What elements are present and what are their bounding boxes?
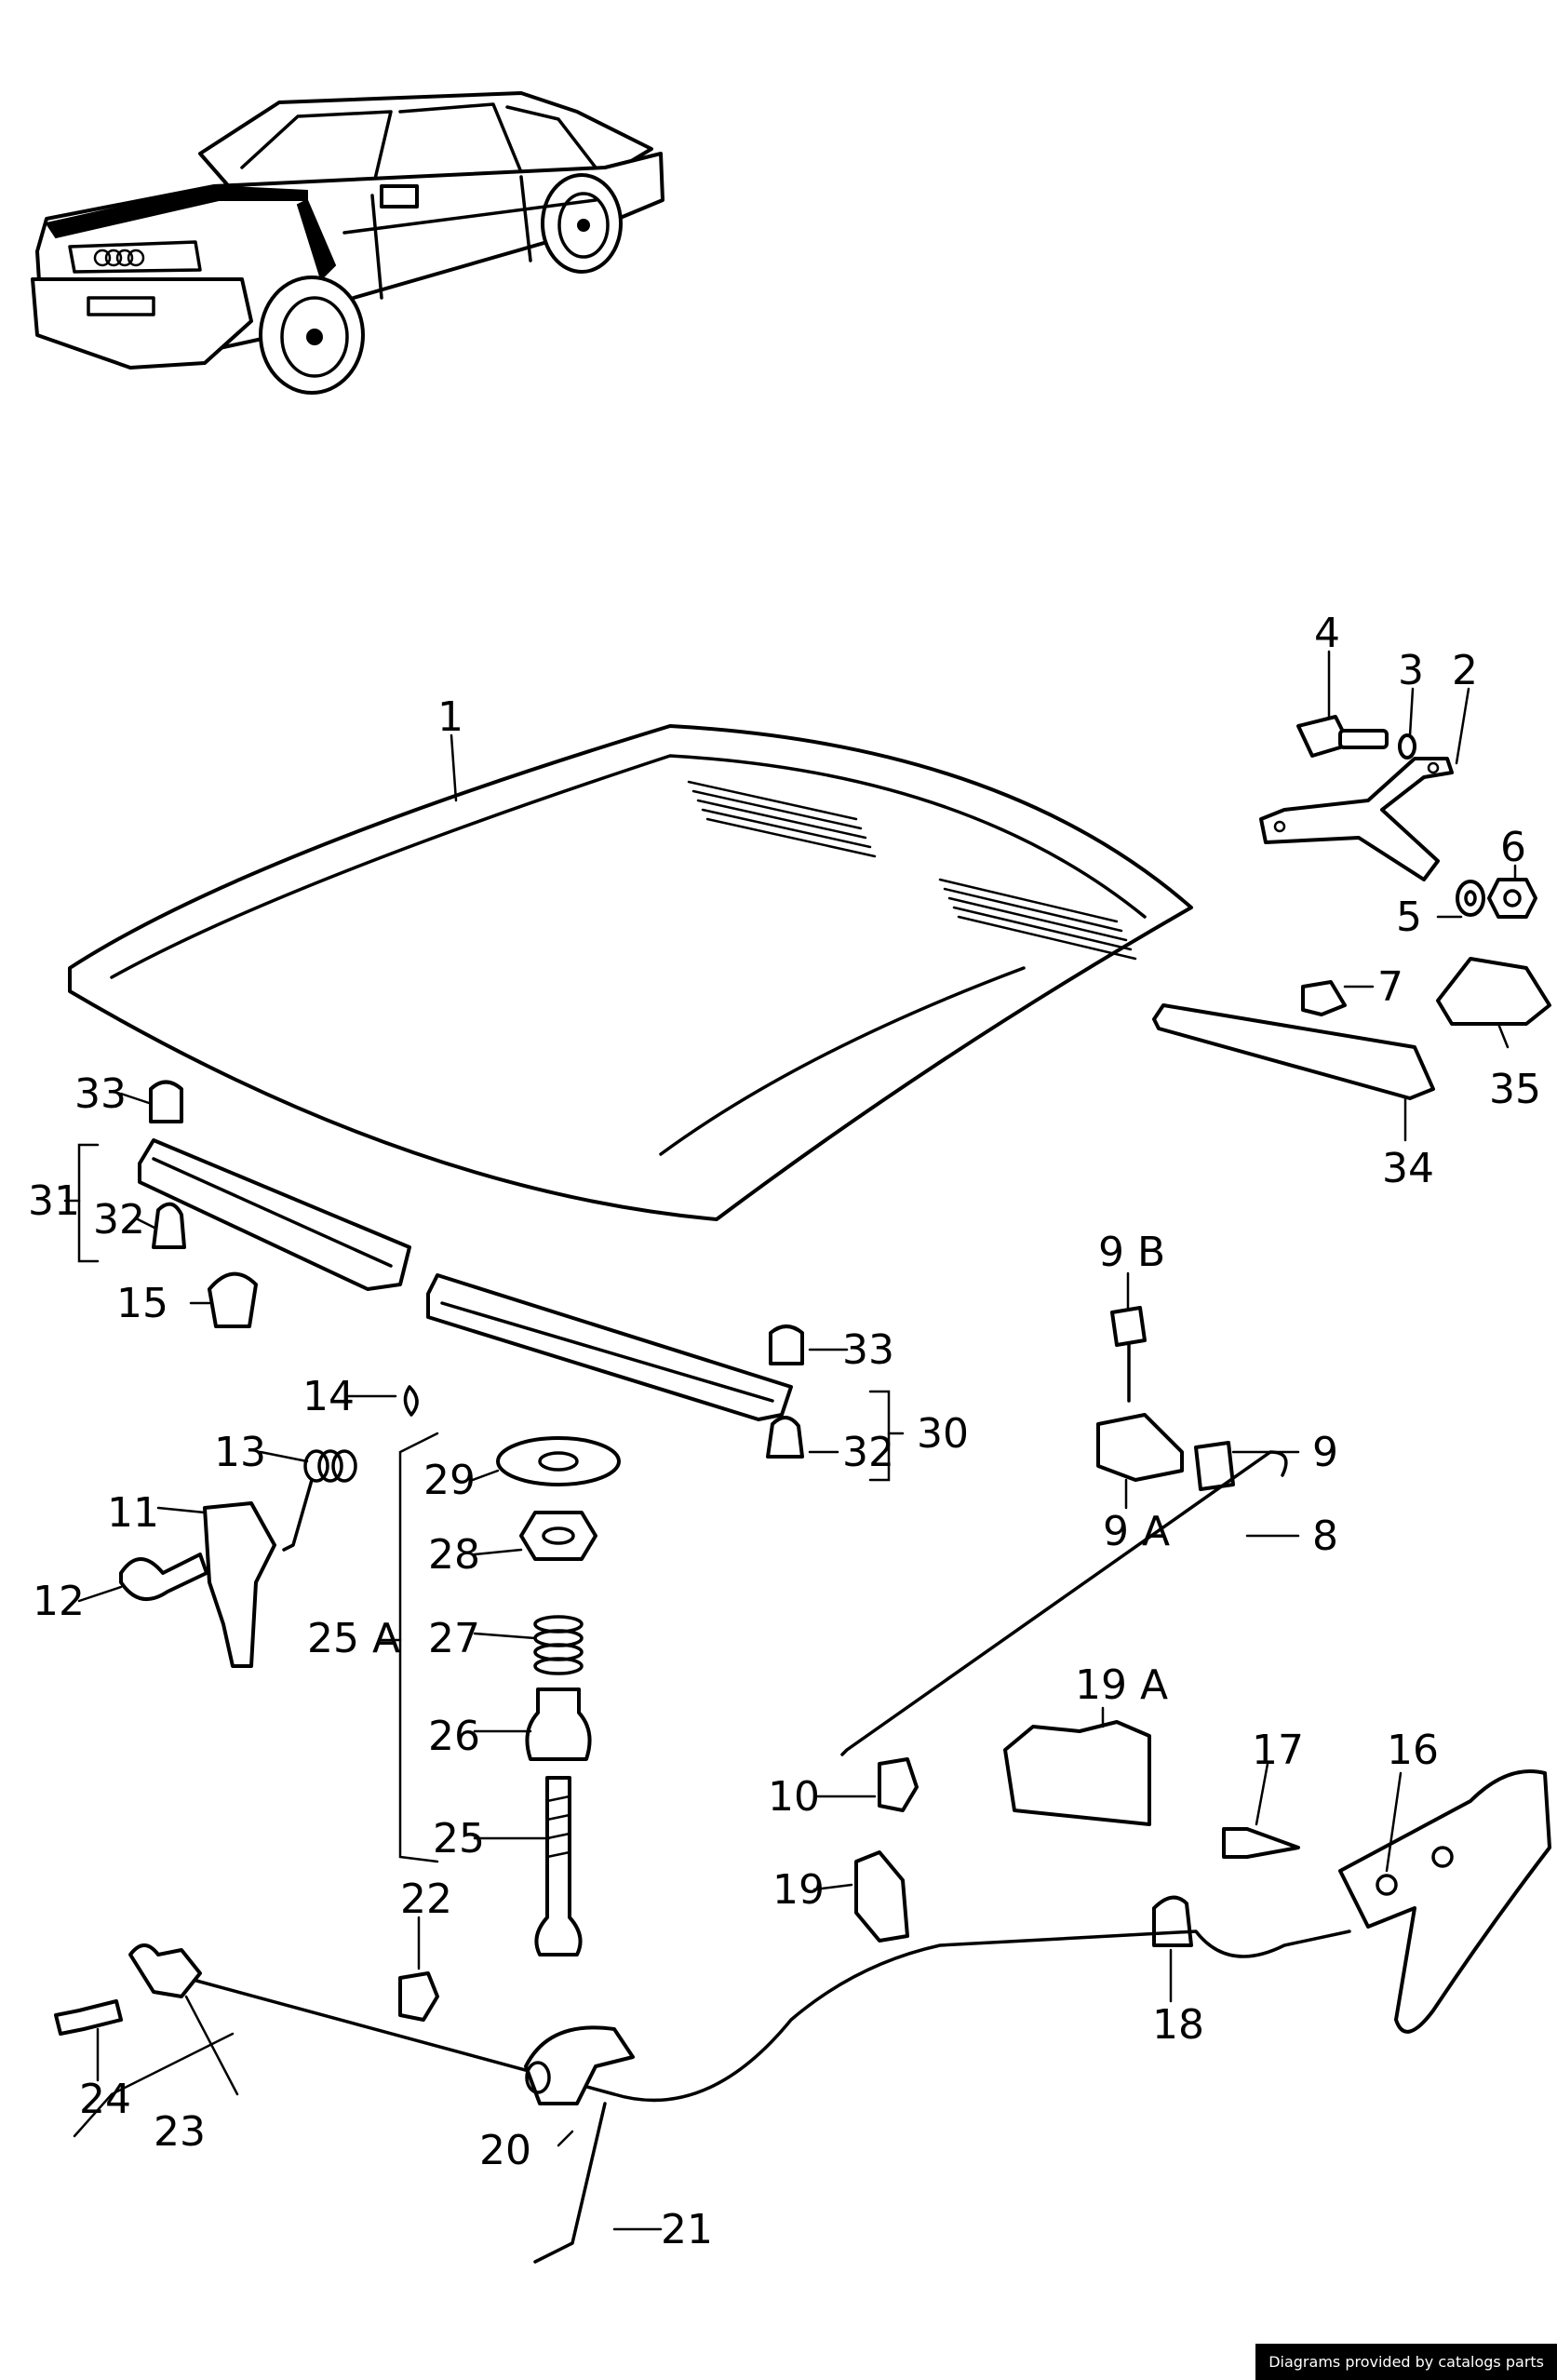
- callout-9b: 9 B: [1098, 1229, 1165, 1276]
- bracket-9: [1096, 1306, 1235, 1491]
- callout-4: 4: [1314, 610, 1340, 657]
- part-35-bump-stop: [1436, 957, 1551, 1026]
- callout-31: 31: [28, 1177, 80, 1225]
- callout-9: 9: [1312, 1429, 1338, 1476]
- hinge-assembly: [1259, 715, 1537, 919]
- callout-28: 28: [428, 1531, 480, 1579]
- callout-24: 24: [79, 2076, 131, 2123]
- callout-25: 25: [433, 1815, 485, 1862]
- part-18-grommet: [1152, 1895, 1193, 1947]
- part-15-bumper: [208, 1271, 258, 1328]
- part-21-cable-end: [533, 2102, 607, 2264]
- callout-20: 20: [479, 2127, 531, 2174]
- callout-29: 29: [423, 1457, 476, 1504]
- part-22-clip: [398, 1971, 439, 2022]
- callout-10: 10: [768, 1773, 820, 1821]
- callout-6: 6: [1500, 824, 1526, 871]
- callout-3: 3: [1398, 647, 1424, 694]
- part-19a-holder: [1003, 1720, 1151, 1826]
- group-bracket-30: [868, 1390, 905, 1482]
- callout-15: 15: [116, 1280, 168, 1327]
- callout-32-right: 32: [842, 1429, 894, 1476]
- lock-stack: [496, 1436, 621, 1956]
- callout-19a: 19 A: [1075, 1661, 1168, 1709]
- callout-22: 22: [400, 1876, 452, 1923]
- part-23-lock-body: [128, 1943, 202, 1998]
- part-10-clip: [878, 1757, 919, 1812]
- footer-credit: Diagrams provided by catalogs parts: [1255, 2344, 1557, 2380]
- callout-9a: 9 A: [1103, 1508, 1170, 1555]
- callout-30: 30: [917, 1410, 969, 1458]
- callout-34: 34: [1382, 1145, 1434, 1192]
- callout-2: 2: [1452, 647, 1478, 694]
- group-bracket-25a: [380, 1432, 439, 1863]
- part-7-nut: [1301, 980, 1347, 1016]
- callout-7: 7: [1377, 963, 1403, 1011]
- callout-35: 35: [1489, 1066, 1541, 1113]
- callout-17: 17: [1252, 1727, 1304, 1774]
- part-19-holder: [854, 1850, 909, 1943]
- hood-vents-left: [687, 780, 877, 858]
- part-13-spring: [282, 1449, 357, 1552]
- part-14-clip: [403, 1385, 419, 1417]
- callout-25a: 25 A: [307, 1615, 400, 1662]
- part-20-bracket: [524, 2025, 635, 2105]
- part-33-clip-right: [769, 1324, 804, 1365]
- callout-14: 14: [302, 1373, 355, 1420]
- hood-vents-right: [938, 878, 1137, 961]
- callout-13: 13: [214, 1429, 266, 1476]
- part-11-catch: [203, 1501, 276, 1668]
- front-seal-right: [426, 1273, 793, 1421]
- callout-16: 16: [1387, 1727, 1439, 1774]
- callout-12: 12: [33, 1578, 85, 1625]
- part-8-rod: [840, 1450, 1288, 1756]
- callout-26: 26: [428, 1713, 480, 1760]
- callout-19: 19: [772, 1866, 825, 1914]
- release-cable: [184, 1930, 1351, 2103]
- callout-23: 23: [154, 2108, 206, 2156]
- part-24-bolt: [54, 1999, 123, 2036]
- callout-27: 27: [428, 1615, 480, 1662]
- callout-5: 5: [1396, 894, 1422, 941]
- part-12-pin: [119, 1553, 208, 1601]
- front-seal-left: [138, 1138, 411, 1291]
- part-17-screw: [1222, 1827, 1300, 1859]
- callout-33-right: 33: [842, 1326, 894, 1374]
- group-bracket-31: [63, 1143, 100, 1263]
- leader-lines: [73, 650, 1517, 2231]
- callout-33-left: 33: [74, 1070, 127, 1118]
- callout-8: 8: [1312, 1513, 1338, 1560]
- part-32-clip-left: [152, 1202, 186, 1249]
- callout-32-left: 32: [93, 1196, 145, 1244]
- hood-panel: [68, 724, 1193, 1221]
- callout-21: 21: [661, 2206, 713, 2253]
- part-16-release-handle: [1338, 1769, 1551, 2034]
- part-33-clip-left: [149, 1080, 183, 1123]
- part-32-clip-right: [766, 1416, 804, 1459]
- car-illustration: [31, 91, 664, 395]
- callout-18: 18: [1152, 2001, 1204, 2049]
- callout-1: 1: [437, 693, 463, 741]
- callouts: 1 2 3 4 5 6 7 8 9 9 A 9 B 10 11 12 13 14…: [28, 610, 1541, 2253]
- callout-11: 11: [107, 1489, 159, 1537]
- part-34-seal: [1152, 1003, 1435, 1100]
